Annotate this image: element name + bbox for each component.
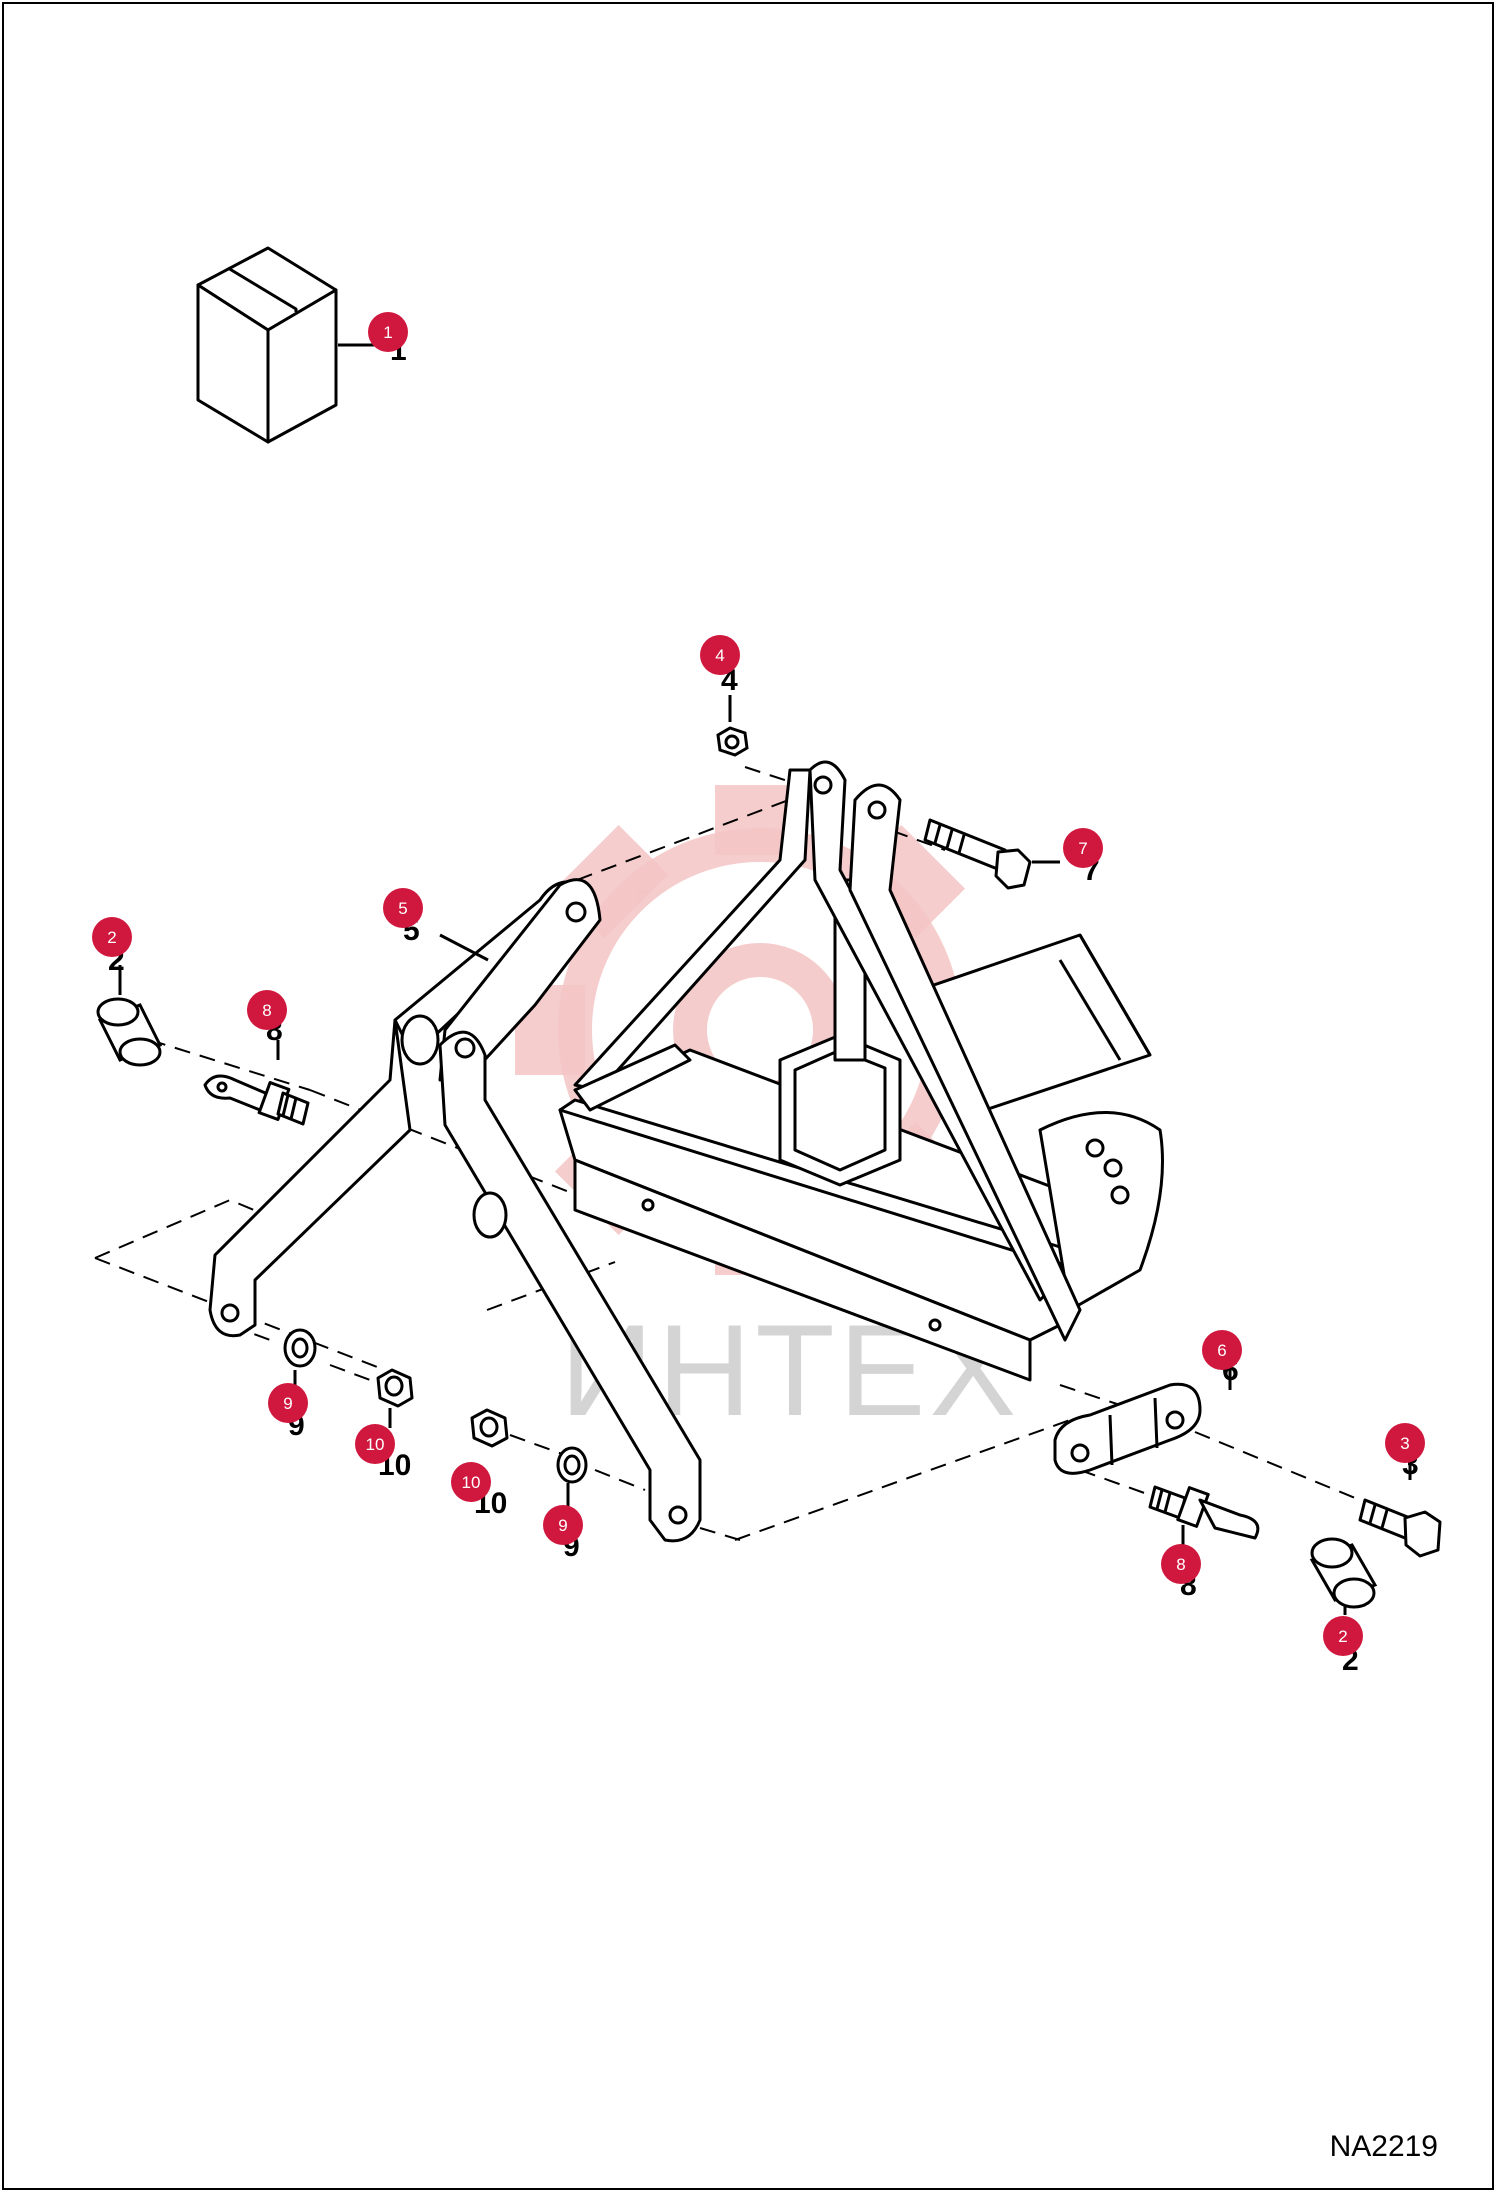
- callout-badge[interactable]: 5: [383, 888, 423, 928]
- callout-badge[interactable]: 7: [1063, 828, 1103, 868]
- link-plate: [1053, 1382, 1202, 1475]
- washer-left: [283, 1328, 317, 1368]
- lock-nut: [716, 726, 749, 757]
- callout-badge[interactable]: 10: [355, 1424, 395, 1464]
- three-point-hitch-frame: [558, 760, 1164, 1382]
- svg-text:5: 5: [398, 899, 407, 918]
- svg-text:3: 3: [1400, 1434, 1409, 1453]
- svg-text:10: 10: [462, 1473, 481, 1492]
- kit-box: [196, 246, 338, 444]
- svg-text:10: 10: [366, 1435, 385, 1454]
- bushing-left: [96, 997, 163, 1067]
- svg-text:8: 8: [1176, 1555, 1185, 1574]
- callout-badge[interactable]: 9: [543, 1505, 583, 1545]
- svg-text:6: 6: [1217, 1341, 1226, 1360]
- drawing-id: NA2219: [1329, 2130, 1438, 2163]
- hex-bolt: [923, 818, 1032, 890]
- svg-text:7: 7: [1078, 839, 1087, 858]
- callout-badge[interactable]: 6: [1202, 1330, 1242, 1370]
- bushing-right: [1309, 1537, 1378, 1609]
- svg-text:2: 2: [1338, 1627, 1347, 1646]
- svg-text:9: 9: [558, 1516, 567, 1535]
- svg-text:2: 2: [107, 928, 116, 947]
- callout-badge[interactable]: 10: [451, 1462, 491, 1502]
- callout-badge[interactable]: 4: [700, 635, 740, 675]
- svg-text:1: 1: [383, 323, 392, 342]
- lower-link-right: [400, 878, 702, 1543]
- svg-text:4: 4: [715, 646, 724, 665]
- leader-line: [439, 933, 489, 962]
- hitch-pin-right: [1148, 1485, 1260, 1540]
- callout-badge[interactable]: 8: [247, 990, 287, 1030]
- nut-center: [470, 1408, 509, 1448]
- callout-badge[interactable]: 3: [1385, 1423, 1425, 1463]
- callout-badges: 1 4 7 5 2 8 9 10 10 9 6 3 8 2: [92, 312, 1425, 1656]
- svg-text:8: 8: [262, 1001, 271, 1020]
- callout-badge[interactable]: 8: [1161, 1544, 1201, 1584]
- callout-badge[interactable]: 2: [92, 917, 132, 957]
- svg-text:9: 9: [283, 1394, 292, 1413]
- washer-center: [556, 1446, 588, 1484]
- nut-left: [376, 1368, 414, 1408]
- part-numbers: 1 4 7 5 2 8 9 10 10 9 6 3 8 2: [108, 334, 1419, 1677]
- hex-bolt-right: [1358, 1498, 1442, 1558]
- callout-badge[interactable]: 2: [1323, 1616, 1363, 1656]
- callout-badge[interactable]: 1: [368, 312, 408, 352]
- callout-badge[interactable]: 9: [268, 1383, 308, 1423]
- hitch-pin-left: [203, 1074, 310, 1126]
